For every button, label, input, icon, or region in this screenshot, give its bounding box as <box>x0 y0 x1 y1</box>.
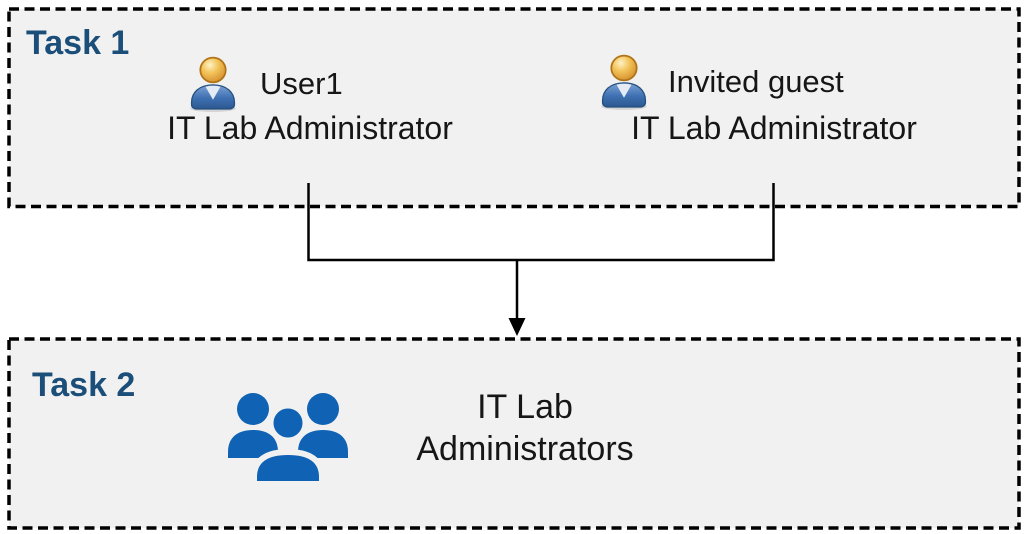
guest-name: Invited guest <box>668 64 844 99</box>
user1-name: User1 <box>260 66 343 101</box>
group-name-line2: Administrators <box>416 430 634 468</box>
person-icon <box>185 54 241 114</box>
task2-box <box>7 337 1021 530</box>
task1-box <box>7 7 1021 209</box>
task1-label: Task 1 <box>26 24 130 62</box>
user1-role: IT Lab Administrator <box>167 110 453 146</box>
group-icon <box>222 392 354 484</box>
group-name: IT Lab Administrators <box>380 386 670 470</box>
arrow-down-icon <box>508 318 526 336</box>
person-icon <box>596 52 652 112</box>
task2-label: Task 2 <box>32 366 136 404</box>
group-name-line1: IT Lab <box>477 388 573 426</box>
guest-role: IT Lab Administrator <box>631 110 917 146</box>
merge-connector-line <box>307 183 775 262</box>
